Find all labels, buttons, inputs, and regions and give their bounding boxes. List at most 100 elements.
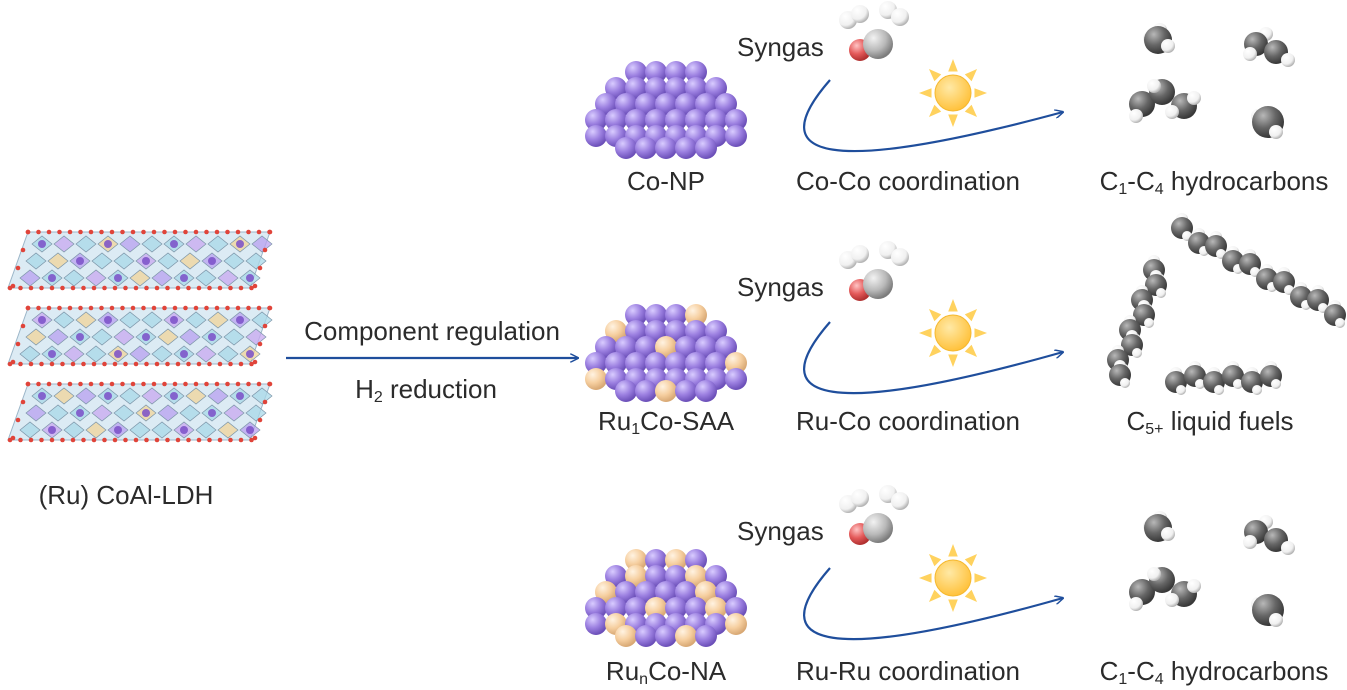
- co-atom: [675, 336, 697, 358]
- hydrogen-atom: [851, 245, 869, 263]
- hydrogen-atom: [1252, 385, 1262, 395]
- ldh-layer: [7, 229, 273, 291]
- hydrogen-atom: [1161, 39, 1175, 53]
- co-atom: [625, 304, 647, 326]
- hydrogen-atom: [891, 492, 909, 510]
- hydrogen-atom: [1176, 385, 1186, 395]
- co-atom: [665, 61, 687, 83]
- hydrogen-atom: [1129, 109, 1143, 123]
- co-atom: [635, 336, 657, 358]
- co-atom: [645, 61, 667, 83]
- hydrogen-atom: [1165, 105, 1179, 119]
- hydrogen-atom: [1129, 597, 1143, 611]
- hydrogen-atom: [1120, 378, 1130, 388]
- sun-light-icon: [919, 299, 987, 367]
- sun-light-icon: [919, 59, 987, 127]
- ru-atom: [605, 320, 627, 342]
- c1-c4-hydrocarbon-molecules-icon: [1129, 23, 1295, 139]
- co-atom: [655, 581, 677, 603]
- co-atom: [655, 93, 677, 115]
- precursor-label: (Ru) CoAl-LDH: [38, 480, 214, 510]
- catalyst-label-ru1co-saa: Ru1Co-SAA: [597, 406, 735, 438]
- co-atom: [725, 109, 747, 131]
- co-atom: [635, 581, 657, 603]
- co-atom: [645, 109, 667, 131]
- hydrogen-atom: [1195, 379, 1205, 389]
- hydrogen-atom: [891, 8, 909, 26]
- c5-liquid-fuel-molecules-icon: [1107, 213, 1346, 395]
- co-atom: [585, 613, 607, 635]
- ru-atom: [685, 565, 707, 587]
- co-atom: [665, 77, 687, 99]
- ldh-layer: [7, 381, 273, 443]
- co-atom: [725, 368, 747, 390]
- co-atom: [585, 125, 607, 147]
- co-atom: [705, 320, 727, 342]
- co-atom: [715, 581, 737, 603]
- co-atom: [645, 352, 667, 374]
- hydrogen-atom: [1233, 379, 1243, 389]
- co-atom: [695, 93, 717, 115]
- co-atom: [595, 93, 617, 115]
- co-atom: [615, 581, 637, 603]
- co-atom: [725, 597, 747, 619]
- ru-atom: [665, 549, 687, 571]
- coordination-label: Co-Co coordination: [795, 166, 1021, 196]
- syngas-label: Syngas: [737, 32, 824, 62]
- syngas-molecules-icon: [839, 485, 909, 545]
- hydrogen-atom: [1271, 379, 1281, 389]
- carbon-atom: [863, 29, 893, 59]
- co-atom: [705, 352, 727, 374]
- ru1co-saa-cluster-illustration: [585, 304, 747, 402]
- co-atom: [685, 77, 707, 99]
- co-atom: [625, 61, 647, 83]
- ru-atom: [625, 549, 647, 571]
- co-atom: [685, 109, 707, 131]
- hydrogen-atom: [1214, 385, 1224, 395]
- co-atom: [615, 336, 637, 358]
- co-atom: [615, 137, 637, 159]
- co-atom: [625, 352, 647, 374]
- co-atom: [635, 625, 657, 647]
- c1-c4-hydrocarbon-molecules-icon: [1129, 511, 1295, 627]
- ldh-layer: [7, 305, 273, 367]
- sun-light-icon: [919, 544, 987, 612]
- ru-atom: [645, 597, 667, 619]
- hydrogen-atom: [1335, 318, 1345, 328]
- treatment-label-line2: H2 reduction: [355, 374, 497, 406]
- hydrogen-atom: [1161, 527, 1175, 541]
- co-atom: [705, 77, 727, 99]
- co-atom: [645, 304, 667, 326]
- co-atom: [605, 352, 627, 374]
- catalyst-label-runco-na: RunCo-NA: [605, 656, 727, 688]
- co-atom: [615, 93, 637, 115]
- hydrogen-atom: [1243, 535, 1257, 549]
- co-atom: [605, 109, 627, 131]
- ru-atom: [725, 352, 747, 374]
- hydrogen-atom: [1132, 348, 1142, 358]
- co-atom: [695, 625, 717, 647]
- ru-atom: [685, 304, 707, 326]
- hydrogen-atom: [1269, 125, 1283, 139]
- ru-atom: [705, 597, 727, 619]
- hydrogen-atom: [1144, 318, 1154, 328]
- co-atom: [705, 565, 727, 587]
- hydrogen-atom: [1281, 541, 1295, 555]
- carbon-atom: [863, 513, 893, 543]
- co-atom: [715, 93, 737, 115]
- hydrogen-atom: [1243, 47, 1257, 61]
- reaction-arrow: [803, 79, 1063, 153]
- ru-atom: [725, 613, 747, 635]
- ru-atom: [595, 581, 617, 603]
- co-atom: [675, 93, 697, 115]
- co-atom: [635, 380, 657, 402]
- co-atom: [605, 77, 627, 99]
- syngas-label: Syngas: [737, 272, 824, 302]
- co-atom: [665, 597, 687, 619]
- co-atom: [655, 137, 677, 159]
- hydrogen-atom: [891, 248, 909, 266]
- reaction-arrow: [803, 567, 1063, 641]
- co-atom: [585, 109, 607, 131]
- co-atom: [685, 61, 707, 83]
